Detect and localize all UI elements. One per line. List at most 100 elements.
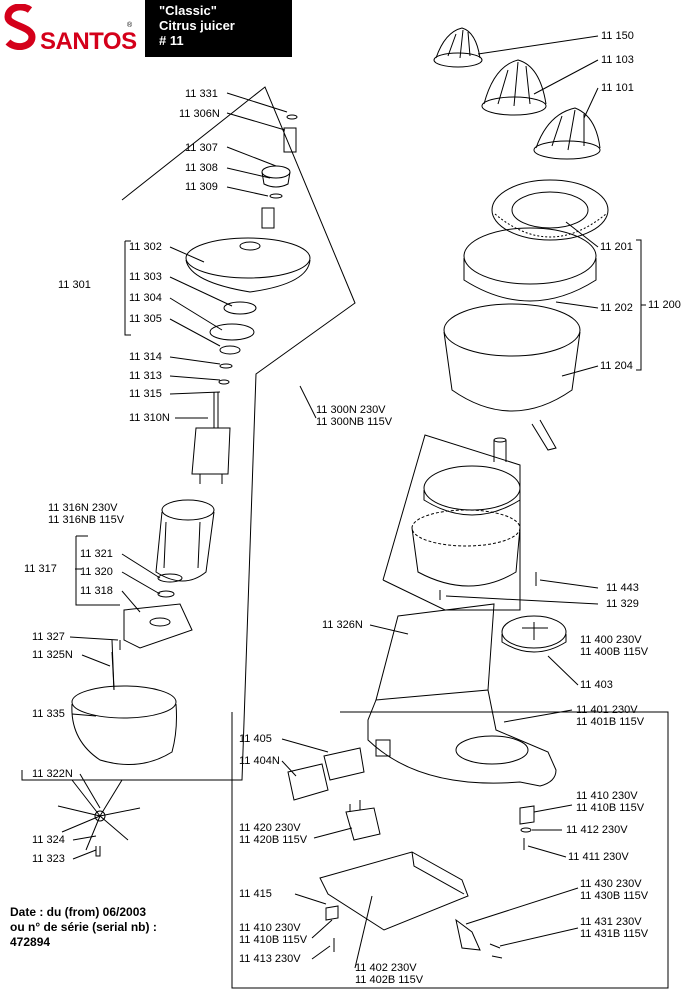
part-label-11410-left: 11 410 230V: [239, 922, 301, 934]
part-label-11303: 11 303: [129, 271, 162, 283]
part-label-11308: 11 308: [185, 162, 218, 174]
part-label-11400: 11 400 230V: [580, 634, 642, 646]
stator: [155, 499, 215, 582]
brand-logo-mark: [4, 4, 36, 50]
part-label-11326N: 11 326N: [322, 619, 363, 631]
part-label-11410-right: 11 410 230V: [576, 790, 638, 802]
bowl-ring: [463, 227, 597, 302]
part-label-11316N: 11 316N 230V: [48, 502, 118, 514]
part-label-11204: 11 204: [600, 360, 633, 372]
part-label-11431B: 11 431B 115V: [580, 928, 649, 940]
reamer-cone-150: [433, 27, 483, 68]
part-label-11403: 11 403: [580, 679, 613, 691]
part-label-11305: 11 305: [129, 313, 162, 325]
part-label-11202: 11 202: [600, 302, 633, 314]
part-label-11320: 11 320: [80, 566, 113, 578]
motor-cover: [185, 237, 311, 293]
switch-parts: [287, 747, 381, 841]
part-label-11404N: 11 404N: [239, 755, 280, 767]
part-label-11300NB: 11 300NB 115V: [316, 416, 393, 428]
base-housing: [367, 603, 557, 787]
part-label-11324: 11 324: [32, 834, 65, 846]
bowl: [443, 303, 581, 451]
drive-head-assembly: [411, 437, 521, 587]
part-label-11300N: 11 300N 230V: [316, 404, 386, 416]
part-label-11335: 11 335: [32, 708, 65, 720]
part-label-11325N: 11 325N: [32, 649, 73, 661]
part-label-11307: 11 307: [185, 142, 218, 154]
part-label-11413: 11 413 230V: [239, 953, 301, 965]
reamer-cone-103: [481, 59, 547, 116]
juicing-group-outline: [382, 434, 521, 611]
part-label-11313: 11 313: [129, 370, 162, 382]
part-label-11412: 11 412 230V: [566, 824, 628, 836]
part-label-11420: 11 420 230V: [239, 822, 301, 834]
part-label-11331: 11 331: [185, 88, 218, 100]
fan-housing: [71, 639, 177, 765]
fan: [57, 779, 141, 857]
screws-right: [439, 572, 537, 600]
part-label-11430B: 11 430B 115V: [580, 890, 649, 902]
part-label-11431: 11 431 230V: [580, 916, 642, 928]
part-label-11314: 11 314: [129, 351, 162, 363]
part-label-11101: 11 101: [601, 82, 634, 94]
part-label-11316NB: 11 316NB 115V: [48, 514, 125, 526]
part-label-11402B: 11 402B 115V: [355, 974, 424, 986]
part-label-11400B: 11 400B 115V: [580, 646, 649, 658]
part-label-11401B: 11 401B 115V: [576, 716, 645, 728]
part-label-11318: 11 318: [80, 585, 113, 597]
part-label-11201: 11 201: [600, 241, 633, 253]
part-label-11410B-left: 11 410B 115V: [239, 934, 308, 946]
model-name: "Classic": [159, 3, 217, 18]
part-label-11323: 11 323: [32, 853, 65, 865]
rotor: [191, 392, 231, 484]
part-label-11302: 11 302: [129, 241, 162, 253]
part-label-11443: 11 443: [606, 582, 639, 594]
registered-mark: ®: [127, 22, 133, 29]
part-label-11402: 11 402 230V: [355, 962, 417, 974]
part-label-11200: 11 200: [648, 299, 681, 311]
part-label-11315: 11 315: [129, 388, 162, 400]
bracket-200: [636, 239, 642, 371]
title-block: "Classic" Citrus juicer # 11: [145, 0, 292, 57]
base-group-outline: [231, 711, 669, 989]
part-label-11420B: 11 420B 115V: [239, 834, 308, 846]
bracket-317: [75, 535, 120, 606]
part-label-11309: 11 309: [185, 181, 218, 193]
part-label-11317: 11 317: [24, 563, 57, 575]
leader-lines: [69, 35, 646, 969]
part-label-11327: 11 327: [32, 631, 65, 643]
coupling-star: [501, 615, 567, 653]
feet-and-screws: [325, 805, 535, 959]
electronic-box: [319, 851, 469, 931]
long-screws: [111, 640, 121, 691]
part-label-11329: 11 329: [606, 598, 639, 610]
part-label-11103: 11 103: [601, 54, 634, 66]
part-label-11405: 11 405: [239, 733, 272, 745]
serial-line: ou n° de série (serial nb) :: [10, 920, 157, 934]
part-label-11310N: 11 310N: [129, 412, 170, 424]
part-label-11401: 11 401 230V: [576, 704, 638, 716]
part-label-11430: 11 430 230V: [580, 878, 642, 890]
part-label-11411: 11 411 230V: [568, 851, 629, 863]
reamer-cone-101: [533, 107, 601, 160]
part-label-11322N: 11 322N: [32, 768, 73, 780]
brand-logo: SANTOS ®: [0, 0, 145, 57]
part-label-11304: 11 304: [129, 292, 162, 304]
serial-number: 472894: [10, 935, 51, 949]
brand-name: SANTOS: [40, 28, 137, 55]
date-line: Date : du (from) 06/2003: [10, 905, 147, 919]
model-number: # 11: [159, 33, 184, 48]
filter-basket: [491, 179, 609, 241]
part-label-11321: 11 321: [80, 548, 113, 560]
bearing-and-flange: [123, 573, 193, 649]
part-label-11415: 11 415: [239, 888, 272, 900]
part-label-11410B-right: 11 410B 115V: [576, 802, 645, 814]
part-label-11150: 11 150: [601, 30, 634, 42]
header: SANTOS ® "Classic" Citrus juicer # 11: [0, 0, 292, 57]
model-type: Citrus juicer: [159, 18, 235, 33]
motor-group-outline: [21, 86, 356, 781]
bracket-301: [124, 240, 131, 336]
